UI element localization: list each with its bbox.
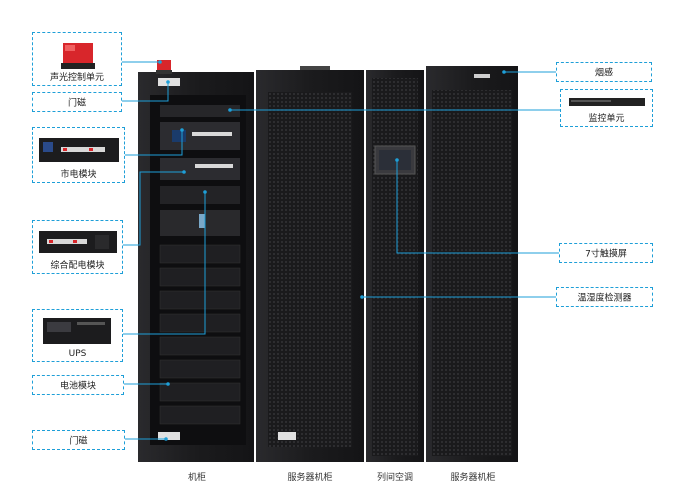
- callout-battery-module: 电池模块: [32, 375, 124, 395]
- connector-dots: [158, 60, 506, 441]
- label-door-sensor-top: 门磁: [67, 98, 86, 109]
- label-touch-screen: 7寸触摸屏: [585, 249, 627, 260]
- monitoring-unit-icon: [569, 98, 645, 106]
- row-ac-body: [366, 70, 424, 462]
- label-row-ac: 列间空调: [376, 473, 414, 483]
- mains-module-icon: [39, 138, 119, 162]
- label-sound-light-unit: 声光控制单元: [49, 73, 104, 83]
- battery-rows: [159, 244, 241, 425]
- label-mains-module: 市电模块: [60, 170, 97, 180]
- callout-mains-module: 市电模块: [32, 127, 125, 183]
- callout-door-sensor-bottom: 门磁: [32, 430, 125, 450]
- connector-lines: [122, 61, 560, 440]
- label-monitoring-unit: 监控单元: [588, 114, 625, 124]
- label-server-cabinet-1: 服务器机柜: [287, 473, 333, 483]
- callout-touch-screen: 7寸触摸屏: [559, 243, 653, 263]
- server-cabinet-1-body: [256, 66, 364, 462]
- label-integrated-power-module: 综合配电模块: [50, 261, 105, 271]
- sound-light-unit-icon: [61, 43, 95, 69]
- server-cabinet-2-body: [426, 66, 518, 462]
- ups-icon: [43, 318, 111, 344]
- callout-monitoring-unit: 监控单元: [560, 89, 653, 127]
- main-cabinet: [138, 60, 254, 462]
- callout-sound-light-unit: 声光控制单元: [32, 32, 122, 86]
- callout-ups: UPS: [32, 309, 123, 362]
- label-cabinet: 机柜: [187, 473, 207, 483]
- label-smoke-sensor: 烟感: [594, 68, 613, 79]
- label-door-sensor-bottom: 门磁: [69, 436, 88, 447]
- callout-smoke-sensor: 烟感: [556, 62, 652, 82]
- integrated-power-module-icon: [39, 231, 117, 253]
- callout-integrated-power-module: 综合配电模块: [32, 220, 123, 274]
- label-temp-humidity-detector: 温湿度检测器: [577, 293, 632, 304]
- label-server-cabinet-2: 服务器机柜: [450, 473, 496, 483]
- callout-door-sensor-top: 门磁: [32, 92, 122, 112]
- label-ups: UPS: [68, 349, 87, 359]
- callout-temp-humidity-detector: 温湿度检测器: [556, 287, 653, 307]
- label-battery-module: 电池模块: [59, 381, 96, 392]
